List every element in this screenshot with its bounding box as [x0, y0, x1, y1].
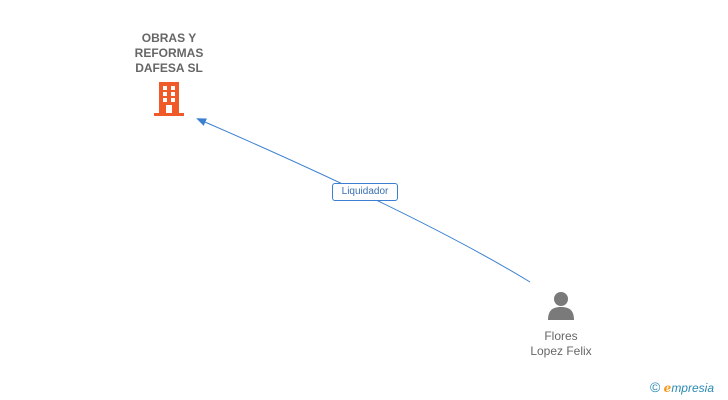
person-icon — [548, 292, 574, 320]
building-icon — [154, 82, 184, 116]
brand-name: mpresia — [671, 381, 714, 395]
person-name-line-2: Lopez Felix — [530, 344, 592, 358]
person-node[interactable]: Flores Lopez Felix — [500, 290, 622, 359]
company-name-line-3: DAFESA SL — [135, 61, 203, 75]
company-name-line-1: OBRAS Y — [141, 31, 197, 45]
copyright-icon: © — [650, 379, 661, 395]
person-name: Flores Lopez Felix — [500, 329, 622, 359]
company-name-line-2: REFORMAS — [134, 46, 204, 60]
edge-label-liquidador[interactable]: Liquidador — [332, 183, 398, 201]
brand-e-letter: e — [663, 381, 672, 395]
edge-liquidador — [196, 118, 531, 283]
empresia-logo[interactable]: © empresia — [650, 379, 714, 395]
person-name-line-1: Flores — [544, 329, 578, 343]
company-node[interactable]: OBRAS Y REFORMAS DAFESA SL — [109, 31, 229, 122]
company-name: OBRAS Y REFORMAS DAFESA SL — [109, 31, 229, 76]
